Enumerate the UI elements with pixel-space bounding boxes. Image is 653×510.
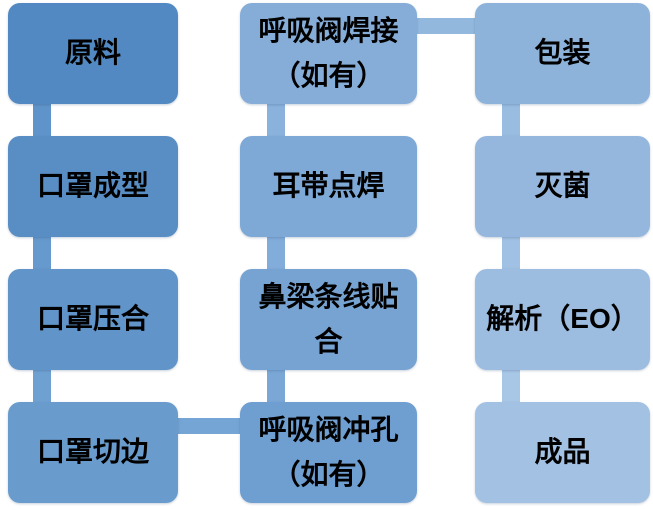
flow-node-finished-product: 成品 <box>475 402 650 503</box>
connector-mask-edge-cutting-to-valve-punching <box>168 418 248 434</box>
flow-node-eo-desorption: 解析（EO） <box>475 269 650 370</box>
flow-node-nose-strip-fitting: 鼻梁条线贴 合 <box>240 269 417 370</box>
flow-node-mask-forming: 口罩成型 <box>8 136 178 237</box>
connector-ear-strap-welding-to-valve-welding <box>267 98 285 142</box>
flow-node-raw-material: 原料 <box>8 3 178 104</box>
flow-node-packaging: 包装 <box>475 3 650 104</box>
flow-node-mask-pressing: 口罩压合 <box>8 269 178 370</box>
connector-mask-forming-to-mask-pressing <box>33 231 51 275</box>
flow-node-sterilization: 灭菌 <box>475 136 650 237</box>
connector-eo-desorption-to-finished-product <box>502 364 520 408</box>
connector-raw-material-to-mask-forming <box>33 98 51 142</box>
connector-sterilization-to-eo-desorption <box>502 231 520 275</box>
connector-valve-welding-to-packaging <box>407 18 483 34</box>
flow-node-mask-edge-cutting: 口罩切边 <box>8 402 178 503</box>
connector-nose-strip-fitting-to-ear-strap-welding <box>267 231 285 275</box>
connector-valve-punching-to-nose-strip-fitting <box>267 364 285 408</box>
flow-node-valve-welding: 呼吸阀焊接 （如有） <box>240 3 417 104</box>
flow-node-ear-strap-welding: 耳带点焊 <box>240 136 417 237</box>
connector-mask-pressing-to-mask-edge-cutting <box>33 364 51 408</box>
connector-packaging-to-sterilization <box>502 98 520 142</box>
flow-node-valve-punching: 呼吸阀冲孔 （如有） <box>240 402 417 503</box>
